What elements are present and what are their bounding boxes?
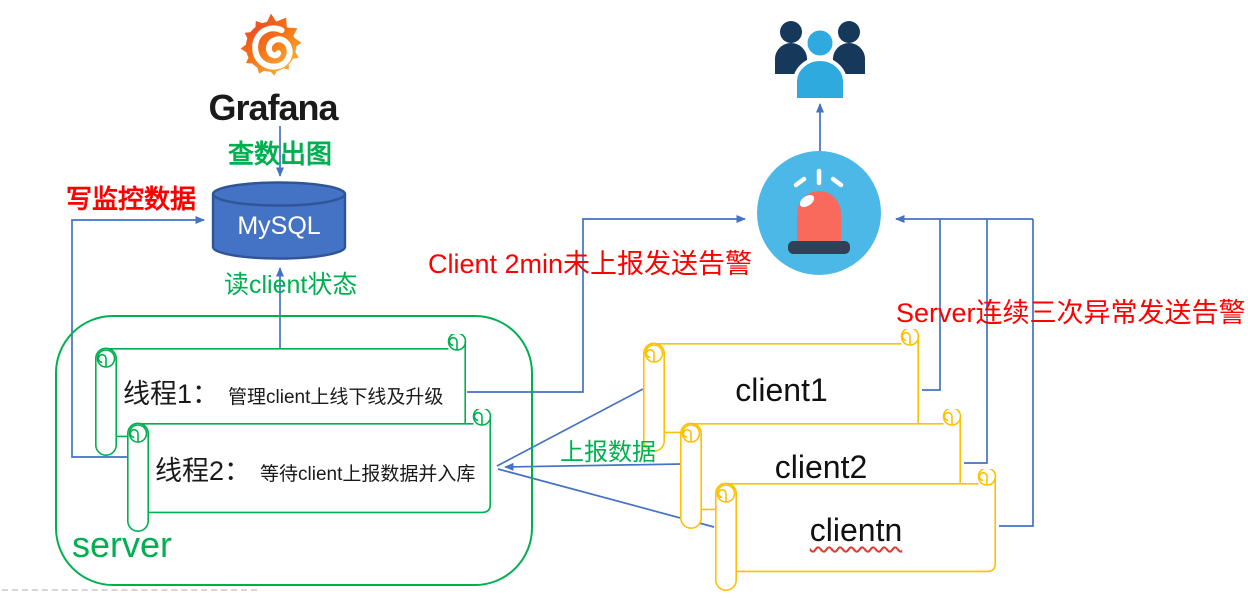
users-group-icon xyxy=(775,21,865,98)
label-read-client-state: 读client状态 xyxy=(224,271,358,299)
mysql-cylinder-icon: MySQL xyxy=(211,181,347,260)
label-query-draw: 查数出图 xyxy=(228,139,333,169)
clientn-scroll xyxy=(715,469,997,591)
alarm-siren-icon xyxy=(757,151,881,275)
label-server-alert: Server连续三次异常发送告警 xyxy=(896,298,1246,328)
server-box xyxy=(55,315,533,586)
thread1-title: 线程1： xyxy=(123,379,220,409)
label-client-alert: Client 2min未上报发送告警 xyxy=(428,249,753,279)
thread2-label: 线程2： 等待client上报数据并入库 xyxy=(155,449,475,488)
grafana-wordmark: Grafana xyxy=(208,87,338,128)
label-report-data: 上报数据 xyxy=(560,439,656,466)
client2-label: client2 xyxy=(774,449,868,485)
thread1-label: 线程1： 管理client上线下线及升级 xyxy=(123,372,443,411)
clientn-text: clientn xyxy=(809,512,903,548)
mysql-label: MySQL xyxy=(237,212,320,240)
thread1-desc: 管理client上线下线及升级 xyxy=(228,387,444,408)
grafana-flame-icon xyxy=(240,13,302,76)
client1-scroll xyxy=(643,329,920,452)
thread2-desc: 等待client上报数据并入库 xyxy=(260,464,476,485)
bottom-edge-artifact xyxy=(2,589,257,591)
clientn-label: clientn xyxy=(715,512,997,549)
thread2-scroll xyxy=(127,409,492,532)
client1-label: client1 xyxy=(735,372,828,408)
label-write-monitor: 写监控数据 xyxy=(66,184,197,214)
thread2-title: 线程2： xyxy=(155,456,252,486)
server-label: server xyxy=(72,524,173,565)
